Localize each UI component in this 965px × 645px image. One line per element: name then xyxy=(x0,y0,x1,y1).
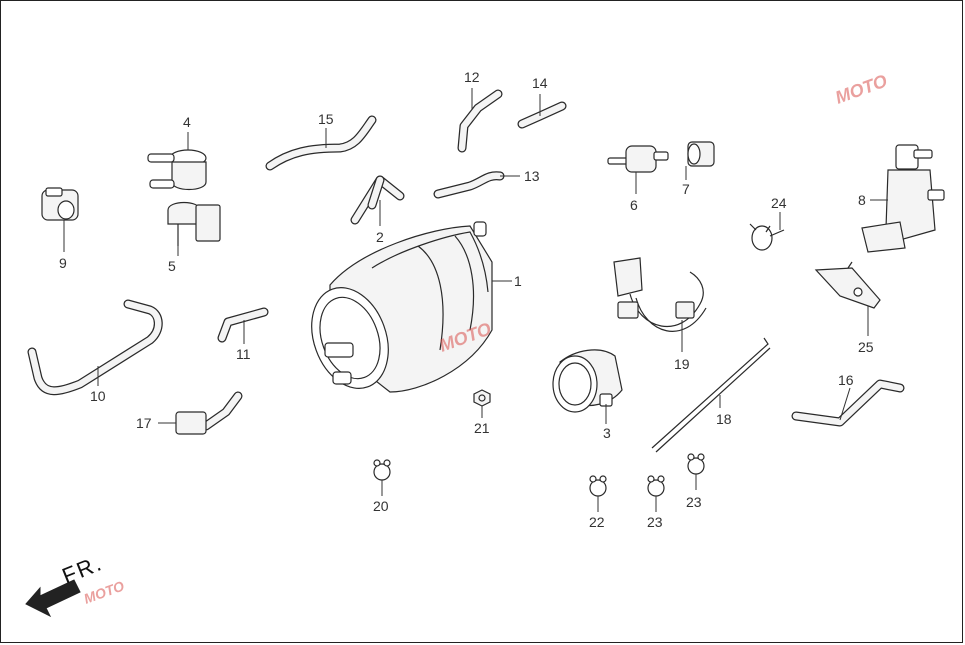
part-25-plate xyxy=(814,261,881,309)
callout-16: 16 xyxy=(838,372,854,388)
callout-4: 4 xyxy=(183,114,191,130)
callout-8: 8 xyxy=(858,192,866,208)
part-1-canister xyxy=(311,221,493,393)
part-9-clip xyxy=(41,187,79,221)
part-22-clip xyxy=(589,475,607,497)
callout-22: 22 xyxy=(589,514,605,530)
part-10-hose xyxy=(27,299,163,396)
callout-14: 14 xyxy=(532,75,548,91)
callout-11: 11 xyxy=(236,346,251,362)
part-2-y-connector xyxy=(350,175,405,225)
watermark-top-right: MOTO xyxy=(833,71,890,108)
part-20-clip xyxy=(373,459,391,481)
part-13-hose xyxy=(433,171,505,199)
part-12-pipe xyxy=(457,89,503,153)
part-4-valve xyxy=(147,149,207,191)
part-16-pipe xyxy=(791,379,905,427)
direction-label: FR. xyxy=(59,550,107,589)
part-21-nut xyxy=(473,389,491,407)
callout-21: 21 xyxy=(474,420,490,436)
callout-10: 10 xyxy=(90,388,106,404)
part-23-clip-a xyxy=(647,475,665,497)
callout-25: 25 xyxy=(858,339,874,355)
callout-23-a: 23 xyxy=(647,514,663,530)
part-24-clamp xyxy=(749,223,785,251)
watermarks: MOTO MOTO MOTO xyxy=(82,71,890,607)
direction-arrow-icon xyxy=(25,579,81,618)
part-3-boot xyxy=(552,349,623,413)
front-direction-indicator: FR. xyxy=(25,550,107,618)
callout-20: 20 xyxy=(373,498,389,514)
part-23-clip-b xyxy=(687,453,705,475)
part-5-bracket xyxy=(167,201,221,246)
callout-17: 17 xyxy=(136,415,152,431)
callout-leaders xyxy=(63,88,888,512)
callout-24: 24 xyxy=(771,195,787,211)
part-14-hose xyxy=(517,101,567,129)
part-18-rod xyxy=(651,337,771,453)
callout-13: 13 xyxy=(524,168,540,184)
callout-labels: 1 2 3 4 5 6 7 8 9 10 11 12 13 14 15 16 1… xyxy=(59,69,874,530)
callout-19: 19 xyxy=(674,356,690,372)
callout-23-b: 23 xyxy=(686,494,702,510)
callout-6: 6 xyxy=(630,197,638,213)
callout-9: 9 xyxy=(59,255,67,271)
callout-3: 3 xyxy=(603,425,611,441)
part-7-clamp xyxy=(687,141,715,167)
callout-12: 12 xyxy=(464,69,480,85)
callout-15: 15 xyxy=(318,111,334,127)
part-11-pipe xyxy=(217,307,269,343)
callout-1: 1 xyxy=(514,273,522,289)
part-6-filter xyxy=(607,145,669,173)
part-17-elbow xyxy=(175,391,243,435)
callout-7: 7 xyxy=(682,181,690,197)
watermark-bottom-left: MOTO xyxy=(82,577,127,606)
part-8-solenoid xyxy=(861,144,945,253)
callout-2: 2 xyxy=(376,229,384,245)
part-15-hose xyxy=(265,115,377,171)
callout-18: 18 xyxy=(716,411,732,427)
callout-5: 5 xyxy=(168,258,176,274)
part-19-strap xyxy=(613,257,707,332)
